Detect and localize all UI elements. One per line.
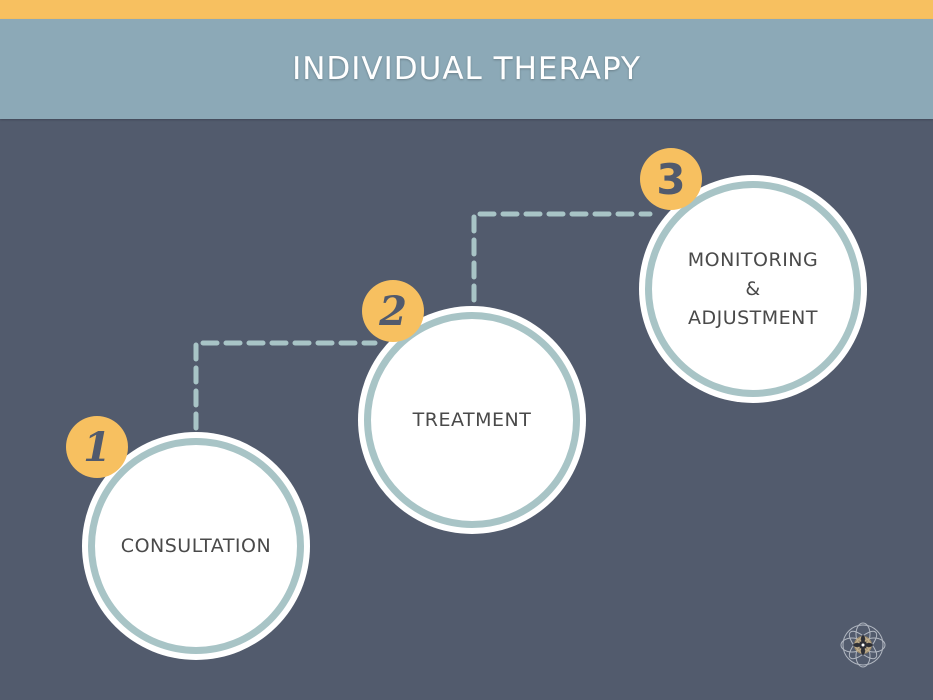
step-monitoring-adjustment: MONITORING & ADJUSTMENT bbox=[639, 175, 867, 403]
header-banner: INDIVIDUAL THERAPY bbox=[0, 19, 933, 119]
step-label-line: MONITORING bbox=[687, 248, 819, 271]
step-number: 1 bbox=[83, 423, 111, 471]
step-label: CONSULTATION bbox=[120, 534, 272, 557]
step-consultation: CONSULTATION bbox=[82, 432, 310, 660]
step-label-line: ADJUSTMENT bbox=[687, 306, 819, 329]
page-title: INDIVIDUAL THERAPY bbox=[292, 51, 641, 87]
step-number: 3 bbox=[656, 154, 686, 204]
step-treatment: TREATMENT bbox=[358, 306, 586, 534]
step-ring: TREATMENT bbox=[364, 312, 580, 528]
step-label: TREATMENT bbox=[412, 408, 532, 431]
connector-2-to-3 bbox=[471, 211, 653, 303]
top-accent-bar bbox=[0, 0, 933, 19]
mandala-logo-icon bbox=[840, 622, 886, 668]
connector-1-to-2 bbox=[193, 340, 378, 431]
step-ring: CONSULTATION bbox=[88, 438, 304, 654]
step-label-line: & bbox=[745, 277, 761, 300]
step-ring: MONITORING & ADJUSTMENT bbox=[645, 181, 861, 397]
step-label: MONITORING & ADJUSTMENT bbox=[688, 246, 818, 333]
step-number-badge-3: 3 bbox=[640, 148, 702, 210]
step-number-badge-2: 2 bbox=[362, 280, 424, 342]
step-number-badge-1: 1 bbox=[66, 416, 128, 478]
step-number: 2 bbox=[379, 287, 407, 335]
